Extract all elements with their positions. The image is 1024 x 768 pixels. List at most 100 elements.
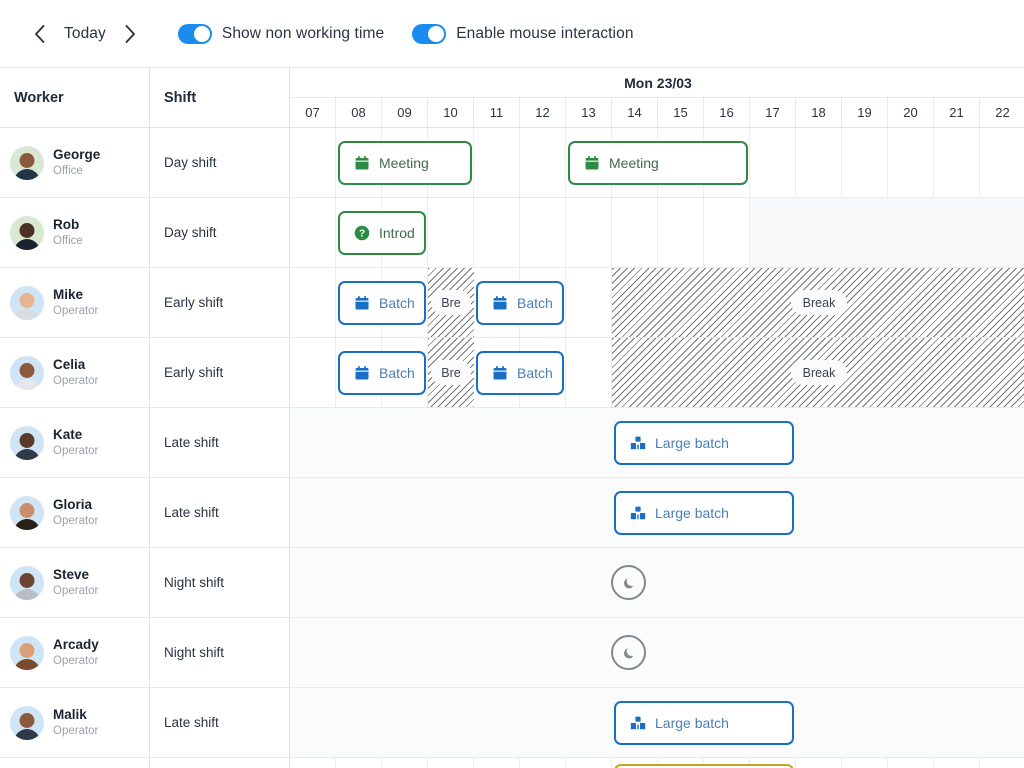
timeline-cell[interactable]: Large batch <box>290 688 1024 757</box>
hour-header-20[interactable]: 20 <box>888 98 934 127</box>
shift-cell[interactable]: Early shift <box>150 338 290 407</box>
task-bar[interactable]: Meeting <box>568 141 748 185</box>
moon-icon <box>623 577 633 588</box>
next-day-button[interactable] <box>114 17 148 51</box>
shift-column-header: Shift <box>150 68 290 127</box>
hour-header-21[interactable]: 21 <box>934 98 980 127</box>
shift-cell[interactable]: Night shift <box>150 618 290 687</box>
hour-header-22[interactable]: 22 <box>980 98 1024 127</box>
hour-header-07[interactable]: 07 <box>290 98 336 127</box>
worker-role: Office <box>53 234 83 247</box>
shift-cell[interactable]: Late shift <box>150 478 290 547</box>
avatar <box>10 355 44 390</box>
calendar-icon <box>354 295 370 311</box>
task-bar[interactable]: ?Introd <box>338 211 426 255</box>
boxes-icon <box>630 716 646 730</box>
shift-cell[interactable] <box>150 758 290 768</box>
chevron-right-icon <box>125 24 136 43</box>
shift-cell[interactable]: Day shift <box>150 198 290 267</box>
night-shift-badge[interactable] <box>611 635 646 670</box>
timeline-cell[interactable] <box>290 758 1024 768</box>
svg-text:?: ? <box>359 229 365 240</box>
hour-header-18[interactable]: 18 <box>796 98 842 127</box>
hour-header-19[interactable]: 19 <box>842 98 888 127</box>
task-bar[interactable]: Batch <box>476 281 564 325</box>
hour-header-13[interactable]: 13 <box>566 98 612 127</box>
hour-header-10[interactable]: 10 <box>428 98 474 127</box>
hour-header-08[interactable]: 08 <box>336 98 382 127</box>
task-bar[interactable]: Large batch <box>614 491 794 535</box>
timeline-cell[interactable]: ?Introd <box>290 198 1024 267</box>
timeline-cell[interactable]: Large batch <box>290 408 1024 477</box>
hour-header-17[interactable]: 17 <box>750 98 796 127</box>
timeline-cell[interactable]: Bre Break Batch Batch <box>290 268 1024 337</box>
break-chip[interactable]: Bre <box>431 360 471 385</box>
task-bar[interactable]: Large batch <box>614 701 794 745</box>
shift-cell[interactable]: Late shift <box>150 688 290 757</box>
shift-cell[interactable]: Late shift <box>150 408 290 477</box>
shaded-region <box>290 548 1024 617</box>
enable-mouse-interaction-label: Enable mouse interaction <box>456 24 634 42</box>
shift-cell[interactable]: Day shift <box>150 128 290 197</box>
timeline-cell[interactable] <box>290 618 1024 687</box>
hour-header-14[interactable]: 14 <box>612 98 658 127</box>
break-chip[interactable]: Break <box>791 360 847 385</box>
enable-mouse-interaction-toggle[interactable] <box>412 23 447 44</box>
task-label: Large batch <box>655 715 729 731</box>
calendar-icon <box>492 365 508 381</box>
task-bar[interactable]: Batch <box>338 351 426 395</box>
hour-header-16[interactable]: 16 <box>704 98 750 127</box>
hour-header-12[interactable]: 12 <box>520 98 566 127</box>
night-shift-badge[interactable] <box>611 565 646 600</box>
break-chip[interactable]: Break <box>791 290 847 315</box>
avatar <box>10 495 44 530</box>
today-button[interactable]: Today <box>64 24 106 42</box>
shift-cell[interactable]: Night shift <box>150 548 290 617</box>
previous-day-button[interactable] <box>22 17 56 51</box>
timeline-cell[interactable]: Large batch <box>290 478 1024 547</box>
enable-mouse-interaction-group: Enable mouse interaction <box>412 23 634 44</box>
task-bar[interactable]: Batch <box>338 281 426 325</box>
worker-role: Operator <box>53 514 99 527</box>
hour-header-11[interactable]: 11 <box>474 98 520 127</box>
toolbar: Today Show non working time Enable mouse… <box>0 0 1024 68</box>
timeline-cell[interactable]: Bre Break Batch Batch <box>290 338 1024 407</box>
break-chip[interactable]: Bre <box>431 290 471 315</box>
task-bar[interactable]: Meeting <box>338 141 472 185</box>
task-label: Meeting <box>379 155 429 171</box>
boxes-icon <box>630 435 646 451</box>
show-non-working-time-toggle[interactable] <box>177 23 212 44</box>
calendar-icon <box>354 365 370 381</box>
avatar <box>10 145 44 180</box>
task-bar[interactable]: Large batch <box>614 421 794 465</box>
worker-cell[interactable] <box>0 758 150 768</box>
hour-header-15[interactable]: 15 <box>658 98 704 127</box>
task-bar[interactable]: Batch <box>476 351 564 395</box>
table-row-partial <box>0 758 1024 768</box>
question-icon: ? <box>354 225 370 241</box>
boxes-icon <box>630 715 646 731</box>
task-bar-partial[interactable] <box>614 764 794 768</box>
hour-header-09[interactable]: 09 <box>382 98 428 127</box>
timeline-cell[interactable] <box>290 548 1024 617</box>
shift-cell[interactable]: Early shift <box>150 268 290 337</box>
toggle-knob <box>193 25 210 42</box>
timeline-cell[interactable]: Meeting Meeting <box>290 128 1024 197</box>
